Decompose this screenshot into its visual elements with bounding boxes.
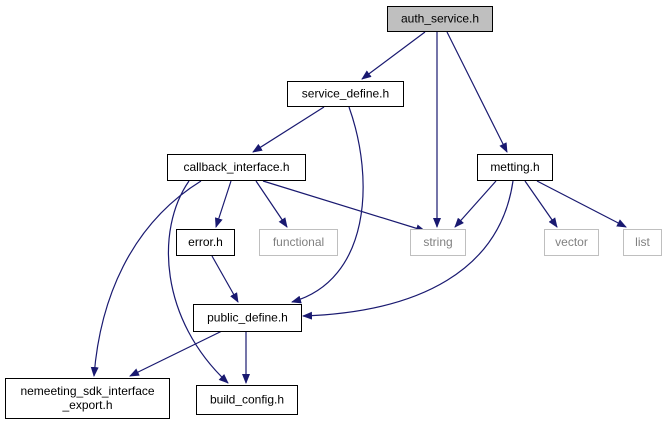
node-box xyxy=(477,154,553,181)
node-box xyxy=(193,304,302,332)
node-callback-interface[interactable]: callback_interface.h xyxy=(167,154,306,181)
edge-callback-interface-to-functional xyxy=(255,180,288,228)
node-auth-service[interactable]: auth_service.h xyxy=(387,6,493,32)
node-functional: functional xyxy=(259,229,338,256)
edge-metting-to-string xyxy=(454,180,497,228)
node-box xyxy=(544,229,599,256)
edges-layer xyxy=(90,31,627,384)
node-box xyxy=(259,229,338,256)
node-label: list xyxy=(635,235,650,249)
node-label: public_define.h xyxy=(207,311,288,325)
edge-callback-interface-to-build-config xyxy=(167,180,229,384)
node-vector: vector xyxy=(544,229,599,256)
node-nemeeting-sdk[interactable]: nemeeting_sdk_interface_export.h xyxy=(5,378,170,419)
edge-callback-interface-to-error xyxy=(214,180,232,228)
node-label: _export.h xyxy=(61,398,112,412)
node-label: vector xyxy=(555,235,588,249)
node-box xyxy=(623,229,662,256)
edge-service-define-to-callback-interface xyxy=(252,106,325,153)
node-label: functional xyxy=(273,235,324,249)
node-service-define[interactable]: service_define.h xyxy=(287,81,404,107)
edge-auth-service-to-metting xyxy=(446,31,508,153)
edge-error-to-public-define xyxy=(211,255,239,303)
edge-auth-service-to-service-define xyxy=(361,31,426,80)
node-box xyxy=(176,229,235,256)
node-box xyxy=(167,154,306,181)
node-metting[interactable]: metting.h xyxy=(477,154,553,181)
node-box xyxy=(196,385,298,415)
edge-service-define-to-public-define xyxy=(291,106,364,304)
node-label: auth_service.h xyxy=(401,12,479,26)
nodes-layer: auth_service.h service_define.h callback_i… xyxy=(5,6,662,419)
edge-metting-to-vector xyxy=(524,180,558,228)
node-string: string xyxy=(410,229,466,256)
edge-callback-interface-to-string xyxy=(262,180,426,233)
node-label: callback_interface.h xyxy=(183,160,289,174)
node-label: nemeeting_sdk_interface xyxy=(20,384,154,398)
node-box xyxy=(387,6,493,32)
edge-metting-to-list xyxy=(536,180,627,228)
node-label: service_define.h xyxy=(302,87,389,101)
node-box xyxy=(287,81,404,107)
node-build-config[interactable]: build_config.h xyxy=(196,385,298,415)
node-label: string xyxy=(423,235,452,249)
node-list: list xyxy=(623,229,662,256)
node-label: metting.h xyxy=(490,160,539,174)
edge-callback-interface-to-nemeeting-sdk xyxy=(90,180,202,377)
edge-public-define-to-nemeeting-sdk xyxy=(129,330,223,377)
node-label: error.h xyxy=(188,235,223,249)
node-public-define[interactable]: public_define.h xyxy=(193,304,302,332)
node-error[interactable]: error.h xyxy=(176,229,235,256)
node-box xyxy=(5,378,170,419)
node-box xyxy=(410,229,466,256)
edge-metting-to-public-define xyxy=(302,180,514,320)
node-label: build_config.h xyxy=(210,393,284,407)
